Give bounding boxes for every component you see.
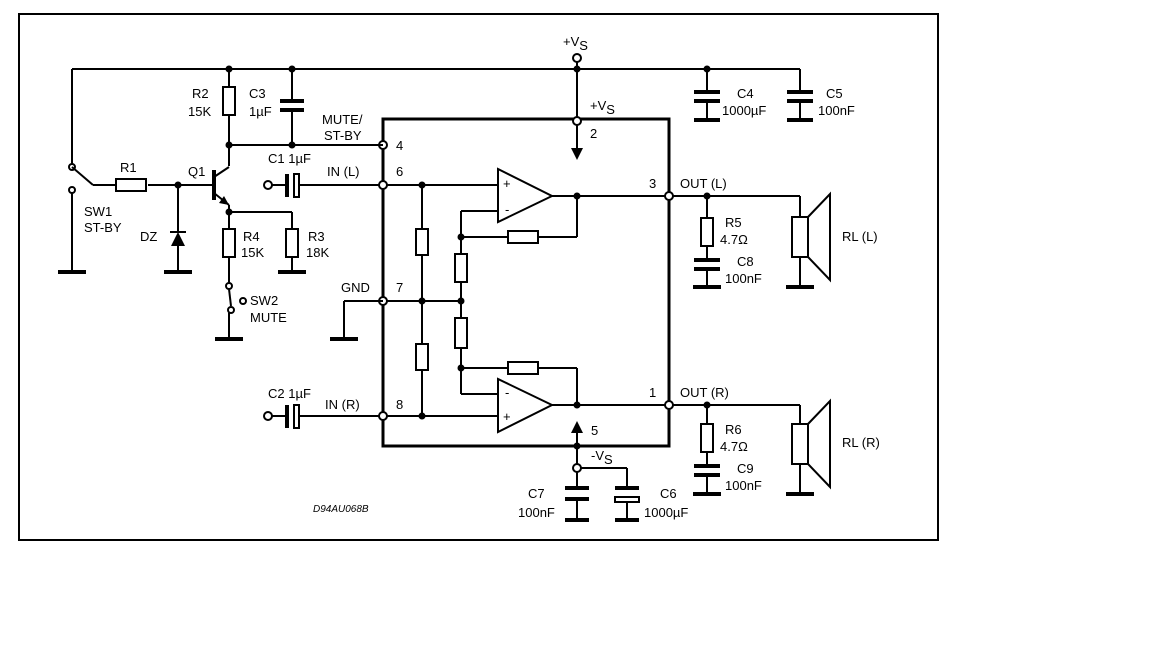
resistor-r1 [93,178,147,192]
resistor-r2 [222,69,236,166]
c7-value: 100nF [518,505,555,520]
r5-value: 4.7Ω [720,232,748,247]
switch-sw2 [215,282,243,341]
c3-value: 1µF [249,104,272,119]
rl-r-label: RL (R) [842,435,880,450]
opamp-right: - + [497,377,555,434]
negative-supply-node [565,463,640,522]
r2-value: 15K [188,104,211,119]
transistor-q1 [148,166,230,229]
ic-package [381,117,671,448]
capacitor-c3 [280,69,304,145]
out-l-label: OUT (L) [680,176,727,191]
in-r-label: IN (R) [325,397,360,412]
vs-top-label: +VS [563,34,588,53]
capacitor-c2 [263,404,379,429]
c5-value: 100nF [818,103,855,118]
supply-rail-top [72,53,800,122]
ic-pins [378,140,674,421]
c6-value: 1000µF [644,505,688,520]
sw1-label: SW1 [84,204,112,219]
opamp-left: + - [497,167,555,224]
in-l-label: IN (L) [327,164,360,179]
pin6-number: 6 [396,164,403,179]
c8-label: C8 [737,254,754,269]
ic-internal-wiring [383,181,669,420]
r3-value: 18K [306,245,329,260]
pin4-number: 4 [396,138,403,153]
mute-stby-label-2: ST-BY [324,128,362,143]
capacitor-c5 [787,69,813,122]
c1-label: C1 1µF [268,151,311,166]
pin3-number: 3 [649,176,656,191]
zener-dz [164,185,192,274]
opamp-left-minus: - [505,202,509,217]
r6-value: 4.7Ω [720,439,748,454]
speaker-right [786,398,831,496]
c4-label: C4 [737,86,754,101]
c8-value: 100nF [725,271,762,286]
output-right-network [673,401,800,496]
pin1-number: 1 [649,385,656,400]
ground-pin7 [330,300,383,341]
sw2-marker [239,297,247,305]
c5-label: C5 [826,86,843,101]
out-r-label: OUT (R) [680,385,729,400]
switch-sw1 [58,69,94,274]
resistor-r4 [222,228,236,283]
output-left-network [673,192,800,289]
pin2-vs-arrow [571,116,583,160]
r1-label: R1 [120,160,137,175]
pin5-vs-arrow [571,421,583,465]
c9-value: 100nF [725,478,762,493]
opamp-right-minus: - [505,385,509,400]
pin8-number: 8 [396,397,403,412]
dz-label: DZ [140,229,157,244]
capacitor-c4 [694,69,720,122]
c9-label: C9 [737,461,754,476]
drawing-code: D94AU068B [313,504,369,515]
c7-label: C7 [528,486,545,501]
rl-l-label: RL (L) [842,229,878,244]
r4-value: 15K [241,245,264,260]
schematic-frame [18,13,939,541]
pin2-number: 2 [590,126,597,141]
opamp-right-plus: + [503,409,511,424]
r4-label: R4 [243,229,260,244]
sw2-label: SW2 [250,293,278,308]
q1-label: Q1 [188,164,205,179]
sw1-sub-label: ST-BY [84,220,122,235]
capacitor-c1 [263,173,379,198]
c2-label: C2 1µF [268,386,311,401]
vs-neg-label: -VS [591,448,613,467]
r5-label: R5 [725,215,742,230]
mute-stby-label-1: MUTE/ [322,112,363,127]
pin7-number: 7 [396,280,403,295]
gnd-label: GND [341,280,370,295]
resistor-r3 [278,212,306,274]
r3-label: R3 [308,229,325,244]
c6-label: C6 [660,486,677,501]
vs-ic-label: +VS [590,98,615,117]
c3-label: C3 [249,86,266,101]
speaker-left [786,191,831,289]
r2-label: R2 [192,86,209,101]
pin5-number: 5 [591,423,598,438]
c4-value: 1000µF [722,103,766,118]
opamp-left-plus: + [503,176,511,191]
r6-label: R6 [725,422,742,437]
sw2-sub-label: MUTE [250,310,287,325]
